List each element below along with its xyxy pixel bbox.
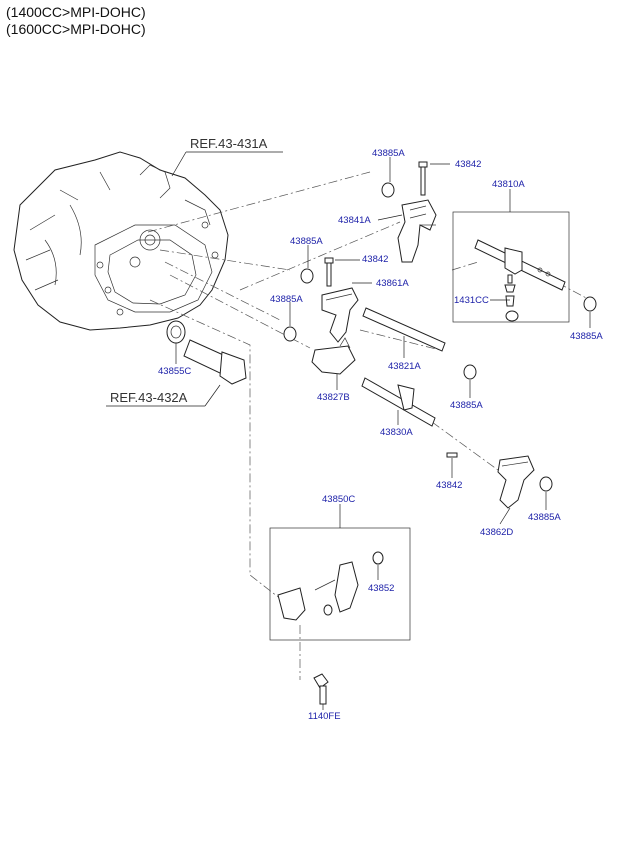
leader-lines	[289, 157, 591, 710]
shift-lever-assembly	[277, 551, 384, 621]
plug-43885A-bottom	[539, 476, 553, 492]
label-1140FE[interactable]: 1140FE	[308, 711, 341, 722]
label-43885A[interactable]: 43885A	[450, 400, 483, 411]
label-43861A[interactable]: 43861A	[376, 278, 409, 289]
ref-label-43-432A[interactable]: REF.43-432A	[106, 384, 221, 407]
svg-text:REF.43-432A: REF.43-432A	[110, 390, 188, 405]
label-43850C[interactable]: 43850C	[322, 494, 355, 505]
shift-fork-43862D	[497, 455, 535, 509]
label-43842[interactable]: 43842	[362, 254, 388, 265]
detent-parts-1431CC	[504, 274, 519, 322]
shift-fork-43861A	[321, 287, 359, 343]
plug-43885A-lower	[463, 364, 477, 380]
header-line-1: (1400CC>MPI-DOHC)	[6, 4, 146, 20]
label-43821A[interactable]: 43821A	[388, 361, 421, 372]
label-43885A[interactable]: 43885A	[270, 294, 303, 305]
shift-fork-43841A	[397, 199, 437, 263]
label-43885A[interactable]: 43885A	[528, 512, 561, 523]
shift-rail-43821A	[362, 307, 446, 352]
header-line-2: (1600CC>MPI-DOHC)	[6, 21, 146, 37]
plug-43885A-left	[283, 326, 297, 342]
label-43852[interactable]: 43852	[368, 583, 394, 594]
label-43830A[interactable]: 43830A	[380, 427, 413, 438]
pin-43842-lower	[446, 452, 458, 458]
label-43842[interactable]: 43842	[436, 480, 462, 491]
shift-rail-43810A	[474, 239, 566, 291]
label-43810A[interactable]: 43810A	[492, 179, 525, 190]
label-43885A[interactable]: 43885A	[372, 148, 405, 159]
label-43862D[interactable]: 43862D	[480, 527, 513, 538]
bolt-1140FE	[313, 673, 329, 705]
ref-label-43-431A[interactable]: REF.43-431A	[171, 136, 283, 177]
box-43810A	[452, 211, 570, 323]
label-43885A[interactable]: 43885A	[290, 236, 323, 247]
shift-lug-43827B	[311, 337, 356, 375]
plug-43885A-top	[381, 182, 395, 198]
pin-43842-mid	[324, 257, 334, 287]
label-1431CC[interactable]: 1431CC	[454, 295, 489, 306]
svg-text:REF.43-431A: REF.43-431A	[190, 136, 268, 151]
pin-43842-top	[418, 161, 428, 196]
transmission-housing	[13, 151, 229, 331]
oil-seal	[166, 320, 186, 344]
label-43885A[interactable]: 43885A	[570, 331, 603, 342]
label-43855C[interactable]: 43855C	[158, 366, 191, 377]
label-43827B[interactable]: 43827B	[317, 392, 350, 403]
label-43841A[interactable]: 43841A	[338, 215, 371, 226]
guide-tube	[183, 339, 247, 385]
shift-rail-43830A	[361, 377, 436, 427]
plug-43885A-mid	[300, 268, 314, 284]
plug-43885A-right	[583, 296, 597, 312]
label-43842[interactable]: 43842	[455, 159, 481, 170]
